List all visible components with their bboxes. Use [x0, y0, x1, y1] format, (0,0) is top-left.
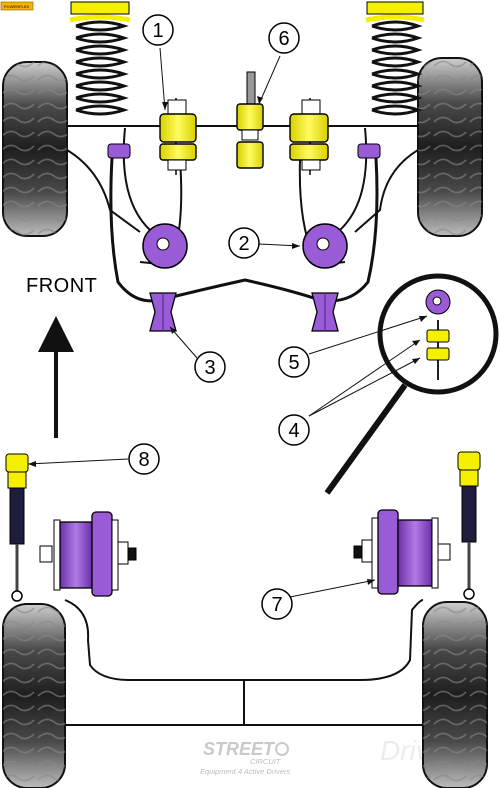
leader-lines — [27, 47, 428, 601]
callout-1-text: 1 — [152, 20, 163, 42]
rear-bush-right — [353, 509, 451, 595]
magnifier — [324, 273, 499, 495]
callout-7: 7 — [261, 588, 293, 620]
rear-left-shock — [5, 453, 29, 602]
callout-5-text: 5 — [288, 352, 299, 374]
rear-right-shock — [457, 451, 481, 600]
logo-ring-icon — [275, 742, 289, 756]
rear-left-tyre — [2, 603, 66, 788]
callout-3: 3 — [194, 351, 226, 383]
rear-bush-left — [39, 511, 137, 597]
front-left-spring — [69, 1, 131, 116]
street-circuit-logo: STREET CIRCUIT Equipment 4 Active Driver… — [200, 739, 290, 776]
callout-8-text: 8 — [138, 449, 149, 471]
callout-6: 6 — [268, 22, 300, 54]
drop-link-bush-left — [107, 143, 131, 159]
callout-1: 1 — [142, 14, 174, 46]
callout-2-text: 2 — [238, 233, 249, 255]
purple-round-bush-right — [302, 223, 348, 269]
callout-6-text: 6 — [278, 28, 289, 50]
front-left-tyre — [2, 61, 68, 237]
rear-beam — [64, 599, 424, 726]
callout-4: 4 — [278, 414, 310, 446]
purple-round-bush-left — [142, 223, 188, 269]
yellow-bush-1 — [159, 98, 197, 175]
front-label: FRONT — [26, 275, 97, 297]
front-right-tyre — [417, 57, 483, 237]
front-arrow — [38, 316, 74, 438]
arb-bush-left — [149, 292, 177, 332]
anti-roll-bar — [109, 157, 379, 303]
front-right-spring — [365, 1, 425, 116]
logo-tagline: Equipment 4 Active Drivers — [200, 767, 290, 776]
callout-2: 2 — [228, 227, 260, 259]
callout-8: 8 — [128, 443, 160, 475]
arb-bush-right — [311, 292, 339, 332]
callout-4-text: 4 — [288, 420, 299, 442]
powerflex-tag-text: POWERFLEX — [4, 4, 30, 9]
callout-5: 5 — [278, 346, 310, 378]
callout-7-text: 7 — [271, 594, 282, 616]
yellow-bush-right — [289, 98, 329, 175]
yellow-bush-6 — [236, 71, 264, 169]
powerflex-tag: POWERFLEX — [0, 1, 34, 11]
drop-link-bush-right — [357, 143, 381, 159]
leader-arrowheads — [28, 96, 427, 585]
callout-3-text: 3 — [204, 357, 215, 379]
logo-name-top: STREET — [203, 739, 276, 759]
logo-name-bottom: CIRCUIT — [250, 757, 282, 766]
rear-right-tyre — [422, 601, 488, 788]
